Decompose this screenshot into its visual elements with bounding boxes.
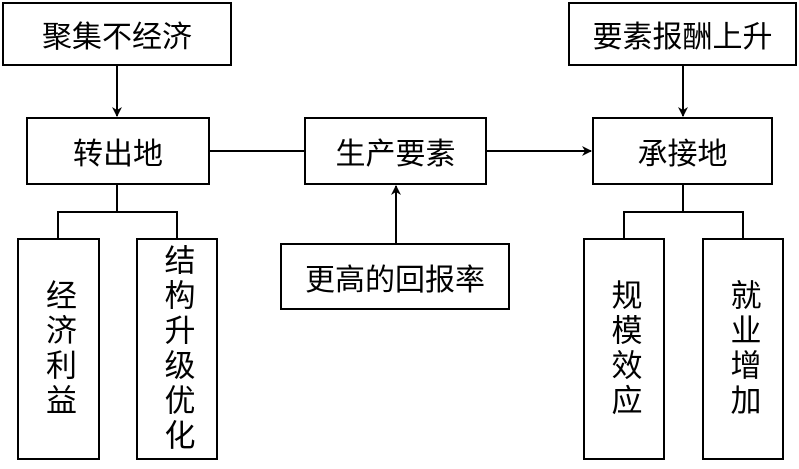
branch-origin xyxy=(57,185,178,238)
node-scale-effect: 规模效应 xyxy=(583,238,665,460)
node-factor-return-rise: 要素报酬上升 xyxy=(568,2,797,66)
node-economic-benefit: 经济利益 xyxy=(17,238,100,460)
branch-destination xyxy=(623,185,744,238)
node-structural-upgrade: 结构升级优化 xyxy=(136,238,218,460)
node-origin: 转出地 xyxy=(26,117,210,185)
node-employment-increase: 就业增加 xyxy=(702,238,784,460)
node-higher-return: 更高的回报率 xyxy=(280,243,510,310)
node-production-factors: 生产要素 xyxy=(304,117,487,185)
node-destination: 承接地 xyxy=(592,117,773,185)
node-agglomeration-diseconomy: 聚集不经济 xyxy=(2,2,232,66)
